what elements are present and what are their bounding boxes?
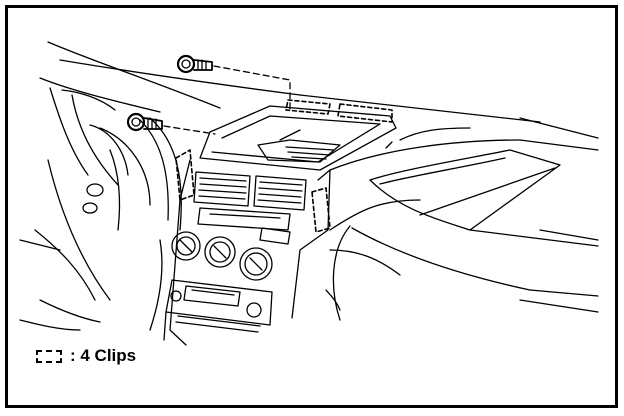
- knob-icon: [204, 236, 236, 268]
- center-upper-panel: [199, 105, 397, 171]
- air-vent-right: [253, 175, 307, 211]
- clip-outline: [175, 99, 393, 233]
- air-vent-left: [193, 171, 251, 207]
- knob-icon: [239, 247, 273, 281]
- audio-unit: [163, 279, 273, 341]
- windshield-lines: [39, 41, 599, 139]
- steering-column: [139, 117, 182, 331]
- diagram-frame: [5, 5, 618, 408]
- instrument-cluster-area: [19, 87, 151, 331]
- knob-icon: [171, 231, 201, 261]
- passenger-dashboard: [325, 127, 599, 321]
- center-stack: [169, 159, 331, 346]
- screw-icon: [126, 112, 163, 132]
- clip-symbol-icon: [36, 349, 62, 363]
- legend: : 4 Clips: [36, 346, 136, 366]
- screw-leader-lines: [163, 65, 291, 135]
- legend-text: : 4 Clips: [70, 346, 137, 365]
- screw-icon: [176, 54, 213, 74]
